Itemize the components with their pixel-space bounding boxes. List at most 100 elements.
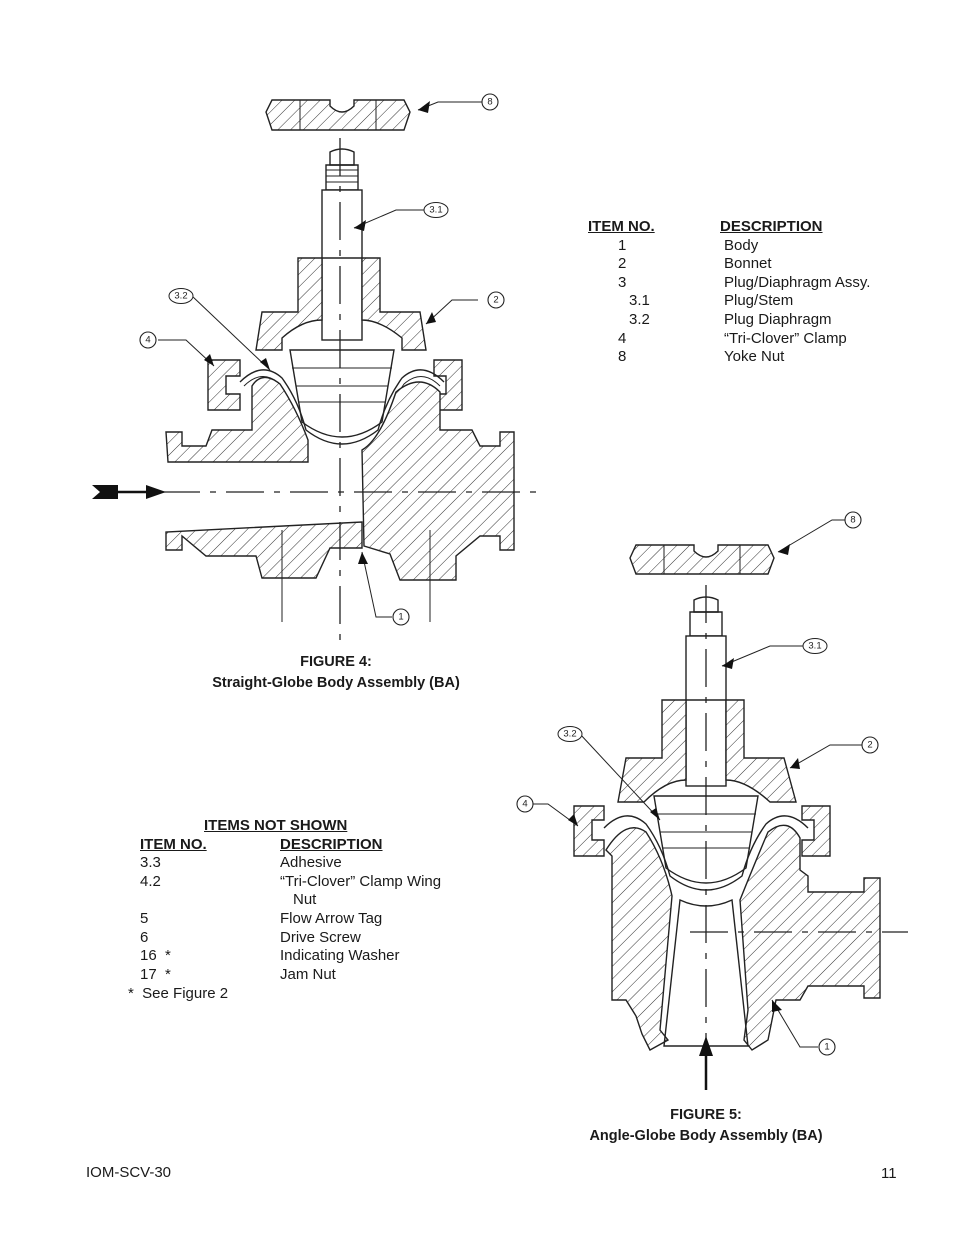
parts-list-item: 8 — [618, 348, 627, 366]
items-not-shown-row: 16 * Indicating Washer — [126, 947, 486, 966]
items-not-shown-row: 4.2 “Tri-Clover” Clamp Wing — [126, 873, 486, 892]
bonnet-part-fig5 — [617, 699, 797, 803]
parts-list-desc: Plug/Diaphragm Assy. — [724, 273, 871, 291]
items-not-shown-item: 3.3 — [140, 854, 161, 872]
items-not-shown-footnote: * See Figure 2 — [128, 985, 229, 1003]
callout-3-2-fig5: 3.2 — [557, 726, 583, 742]
figure5-caption: FIGURE 5: Angle-Globe Body Assembly (BA) — [556, 1105, 856, 1147]
callout-3-1-fig5: 3.1 — [802, 638, 828, 654]
items-not-shown-row: 6 Drive Screw — [126, 929, 486, 948]
parts-list-item: 2 — [618, 255, 627, 273]
parts-list-header-desc: DESCRIPTION — [720, 218, 823, 235]
parts-list-table: ITEM NO. DESCRIPTION 1 Body 2 Bonnet 3 P… — [588, 218, 908, 367]
callout-1-fig4: 1 — [392, 608, 410, 626]
items-not-shown-header: ITEM NO. DESCRIPTION — [126, 836, 486, 855]
items-not-shown-row: 17 * Jam Nut — [126, 966, 486, 985]
parts-list-header: ITEM NO. DESCRIPTION — [588, 218, 908, 237]
callout-1-fig5: 1 — [818, 1038, 836, 1056]
figure4-caption: FIGURE 4: Straight-Globe Body Assembly (… — [186, 652, 486, 694]
parts-list-desc: Bonnet — [724, 255, 772, 273]
plug-stem-part-fig5 — [685, 596, 727, 787]
items-not-shown-desc: Adhesive — [280, 854, 342, 872]
callout-3-2-fig4: 3.2 — [168, 288, 194, 304]
body-part-fig5 — [605, 824, 881, 1051]
yoke-nut-part — [265, 99, 411, 131]
page-number: 11 — [881, 1165, 897, 1182]
items-not-shown-row: 3.3 Adhesive — [126, 854, 486, 873]
items-not-shown-desc: “Tri-Clover” Clamp Wing — [280, 872, 442, 890]
callout-3-1-fig4: 3.1 — [423, 202, 449, 218]
parts-list-row: 4 “Tri-Clover” Clamp — [588, 330, 908, 349]
callout-2-fig5: 2 — [861, 736, 879, 754]
figure4-title: Straight-Globe Body Assembly (BA) — [212, 675, 460, 691]
figure4-label: FIGURE 4: — [300, 654, 372, 670]
callout-8-fig4: 8 — [481, 93, 499, 111]
flow-arrow-up-icon — [699, 1036, 713, 1090]
parts-list-desc: Plug Diaphragm — [724, 310, 832, 328]
parts-list-item: 1 — [618, 236, 627, 254]
parts-list-row: 3.1 Plug/Stem — [588, 292, 908, 311]
svg-text:8: 8 — [487, 97, 492, 108]
figure5-title: Angle-Globe Body Assembly (BA) — [589, 1128, 823, 1144]
svg-text:1: 1 — [398, 612, 403, 623]
figure5-label: FIGURE 5: — [670, 1107, 742, 1123]
parts-list-header-item: ITEM NO. — [588, 218, 655, 235]
svg-text:4: 4 — [145, 335, 150, 346]
items-not-shown-table: ITEMS NOT SHOWN ITEM NO. DESCRIPTION 3.3… — [126, 817, 486, 1004]
svg-text:1: 1 — [824, 1042, 829, 1053]
svg-text:3.1: 3.1 — [808, 641, 821, 652]
parts-list-row: 8 Yoke Nut — [588, 348, 908, 367]
svg-text:2: 2 — [493, 295, 498, 306]
plug-part — [289, 349, 395, 438]
items-not-shown-item: 17 * — [140, 965, 171, 983]
svg-text:3.1: 3.1 — [429, 205, 442, 216]
parts-list-item: 3 — [618, 273, 627, 291]
parts-list-row: 3 Plug/Diaphragm Assy. — [588, 274, 908, 293]
svg-text:3.2: 3.2 — [174, 291, 187, 302]
plug-diaphragm-part — [239, 369, 445, 445]
items-not-shown-title: ITEMS NOT SHOWN — [204, 817, 348, 834]
items-not-shown-desc: Jam Nut — [280, 965, 336, 983]
items-not-shown-title-row: ITEMS NOT SHOWN — [126, 817, 486, 836]
items-not-shown-desc: Indicating Washer — [280, 947, 400, 965]
items-not-shown-item: 16 * — [140, 947, 171, 965]
flow-arrow-icon — [92, 485, 166, 499]
clamp-part — [207, 359, 463, 411]
yoke-nut-part-fig5 — [629, 544, 775, 575]
items-not-shown-row: 5 Flow Arrow Tag — [126, 910, 486, 929]
items-not-shown-item: 6 — [140, 928, 149, 946]
items-not-shown-desc: Flow Arrow Tag — [280, 909, 383, 927]
items-not-shown-header-desc: DESCRIPTION — [280, 835, 383, 853]
callout-4-fig5: 4 — [516, 795, 534, 813]
parts-list-desc: Plug/Stem — [724, 292, 794, 310]
clamp-part-fig5 — [573, 805, 831, 857]
bonnet-part — [255, 257, 427, 351]
callout-8-fig5: 8 — [844, 511, 862, 529]
body-part — [165, 376, 515, 581]
svg-text:3.2: 3.2 — [563, 729, 576, 740]
svg-text:2: 2 — [867, 740, 872, 751]
items-not-shown-item: 4.2 — [140, 872, 161, 890]
parts-list-row: 1 Body — [588, 237, 908, 256]
items-not-shown-desc: Drive Screw — [280, 928, 361, 946]
parts-list-desc: Body — [724, 236, 759, 254]
doc-id: IOM-SCV-30 — [86, 1164, 172, 1181]
items-not-shown-desc: Nut — [293, 891, 317, 909]
items-not-shown-row: Nut — [126, 891, 486, 910]
parts-list-item: 3.1 — [629, 292, 650, 310]
parts-list-desc: Yoke Nut — [724, 348, 785, 366]
items-not-shown-footnote-row: * See Figure 2 — [126, 985, 486, 1004]
parts-list-desc: “Tri-Clover” Clamp — [724, 329, 847, 347]
items-not-shown-item: 5 — [140, 909, 149, 927]
callout-2-fig4: 2 — [487, 291, 505, 309]
parts-list-row: 3.2 Plug Diaphragm — [588, 311, 908, 330]
callout-4-fig4: 4 — [139, 331, 157, 349]
items-not-shown-header-item: ITEM NO. — [140, 835, 207, 853]
parts-list-row: 2 Bonnet — [588, 255, 908, 274]
parts-list-item: 3.2 — [629, 310, 650, 328]
svg-text:4: 4 — [522, 799, 527, 810]
parts-list-item: 4 — [618, 329, 627, 347]
svg-text:8: 8 — [850, 515, 855, 526]
